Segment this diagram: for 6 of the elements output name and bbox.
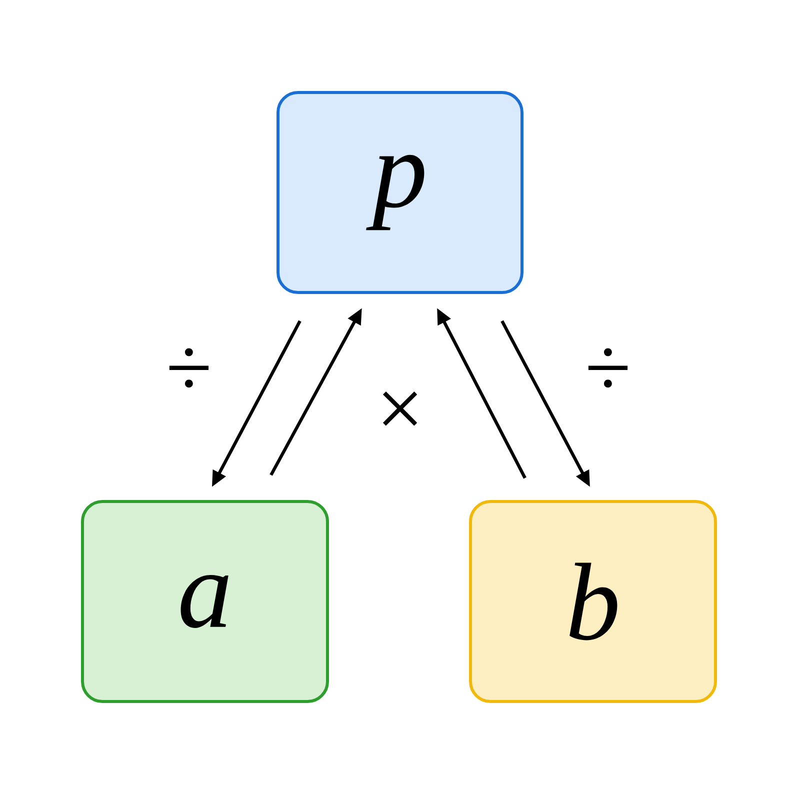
division-sign: ÷ bbox=[584, 347, 632, 397]
division-sign: ÷ bbox=[164, 347, 214, 397]
multiplication-sign: × bbox=[382, 391, 418, 426]
variable-box: p bbox=[276, 91, 524, 294]
variable-box: a bbox=[81, 500, 329, 703]
variable-box: b bbox=[469, 500, 717, 703]
